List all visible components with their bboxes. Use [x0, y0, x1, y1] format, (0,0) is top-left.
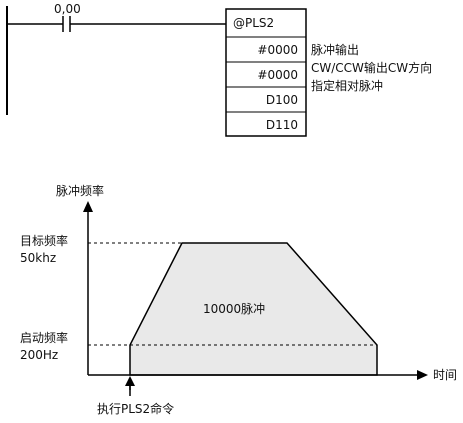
target-freq-label: 目标频率: [20, 234, 69, 248]
operand-2: #0000: [257, 68, 298, 82]
target-freq-value: 50khz: [20, 251, 57, 265]
pulse-count-label: 10000脉冲: [203, 302, 266, 316]
trigger-arrow-icon: [125, 376, 135, 386]
operand-3: D100: [265, 93, 298, 107]
trigger-label: 执行PLS2命令: [97, 402, 175, 416]
y-axis-arrow-icon: [83, 201, 93, 212]
note-direction: CW/CCW输出CW方向: [311, 61, 433, 75]
x-axis-label: 时间: [433, 368, 458, 382]
contact-address: 0,00: [54, 2, 81, 16]
note-relative: 指定相对脉冲: [311, 79, 384, 93]
note-pulse-output: 脉冲输出: [311, 43, 360, 57]
instruction-block: [225, 8, 307, 137]
start-freq-value: 200Hz: [20, 348, 59, 362]
instruction-name: @PLS2: [233, 16, 275, 30]
y-axis-label: 脉冲频率: [56, 184, 105, 198]
operand-4: D110: [265, 118, 298, 132]
x-axis-arrow-icon: [417, 370, 428, 380]
start-freq-label: 启动频率: [20, 331, 69, 345]
operand-1: #0000: [257, 43, 298, 57]
